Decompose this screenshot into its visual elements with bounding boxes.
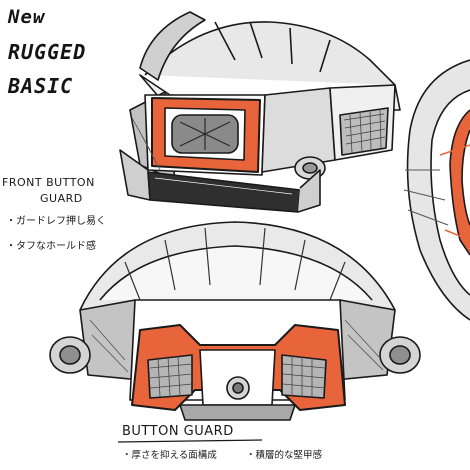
front-button-guard-note-2: ・タフなホールド感 <box>6 241 96 252</box>
front-button-guard-heading-1: FRONT BUTTON <box>2 176 95 189</box>
button-guard-underline <box>117 439 263 443</box>
upper-watch-sketch <box>119 11 401 213</box>
lower-watch-sketch <box>49 221 421 421</box>
button-guard-heading: BUTTON GUARD <box>122 424 234 439</box>
button-guard-note-2: ・積層的な堅甲感 <box>246 450 323 461</box>
title-line-2: RUGGED <box>8 40 87 64</box>
front-button-guard-note-1: ・ガードレフ押し易く <box>6 216 106 227</box>
button-guard-note-1: ・厚さを抑える面構成 <box>122 450 217 461</box>
side-watch-sketch <box>403 59 470 321</box>
front-button-guard-heading-2: GUARD <box>40 192 83 205</box>
title-line-1: New <box>8 6 46 28</box>
title-line-3: BASIC <box>8 74 74 98</box>
